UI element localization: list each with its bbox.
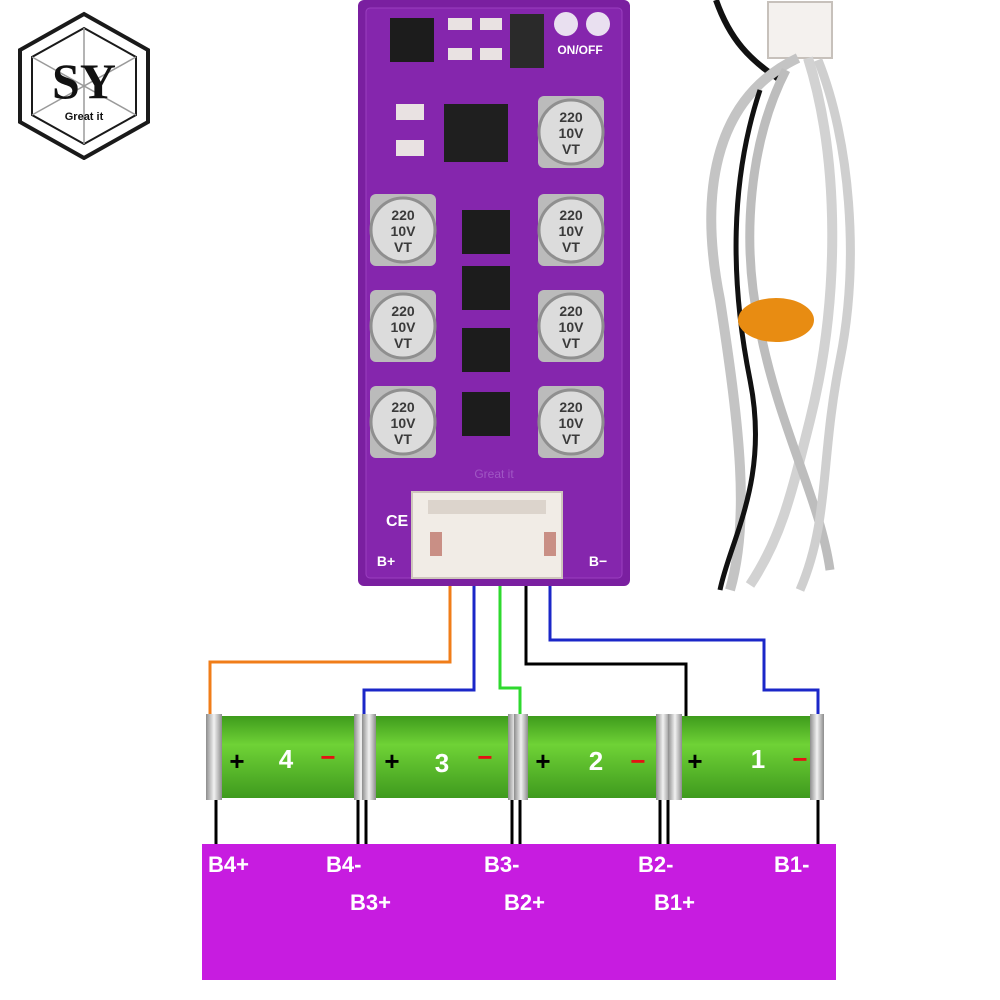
svg-text:−: − [630,746,645,776]
svg-text:220: 220 [559,207,583,223]
svg-text:VT: VT [394,431,412,447]
svg-text:+: + [384,746,399,776]
cell-1: + 1 − [668,714,824,800]
pad-b1-minus: B1- [774,852,810,877]
svg-text:VT: VT [394,335,412,351]
svg-text:+: + [687,746,702,776]
svg-text:VT: VT [562,431,580,447]
cell-3: + 3 − [362,714,522,800]
svg-text:+: + [535,746,550,776]
switch-module [510,14,544,68]
capacitor-right-1: 220 10V VT [537,194,605,266]
capacitor-right-2: 220 10V VT [537,290,605,362]
pad-b4-plus: B4+ [208,852,249,877]
svg-text:2: 2 [589,746,603,776]
pad-b3-minus: B3- [484,852,520,877]
capacitor-left-3: 220 10V VT [369,386,437,458]
svg-text:10V: 10V [559,319,585,335]
pad-b1-plus: B1+ [654,890,695,915]
svg-text:10V: 10V [559,415,585,431]
svg-text:220: 220 [559,303,583,319]
svg-text:−: − [477,742,492,772]
wire-blue-b3 [362,586,476,716]
capacitor-top-right: 220 10V VT [537,96,605,168]
regulator-chip [390,18,434,62]
svg-text:220: 220 [559,109,583,125]
rubber-band [738,298,814,342]
controller-chip [444,104,508,162]
terminal-b-plus: B+ [377,553,395,569]
svg-text:+: + [229,746,244,776]
cell-2: + 2 − [514,714,670,800]
svg-text:220: 220 [559,399,583,415]
svg-text:1: 1 [751,744,765,774]
switch-pad-left [554,12,578,36]
wire-blue-b1 [548,586,820,716]
logo-letters: SY [52,53,116,109]
pad-b2-minus: B2- [638,852,674,877]
svg-text:−: − [320,742,335,772]
svg-text:4: 4 [279,744,294,774]
svg-text:220: 220 [391,399,415,415]
svg-text:10V: 10V [391,415,417,431]
svg-text:220: 220 [391,207,415,223]
wire-green [498,586,522,716]
logo-tagline: Great it [65,111,104,123]
silk-brand: Great it [474,467,514,481]
svg-text:10V: 10V [391,319,417,335]
pad-b2-plus: B2+ [504,890,545,915]
balancer-ic-column [462,210,510,436]
brand-logo: SY Great it [18,11,150,160]
terminal-b-minus: B− [589,553,607,569]
ce-mark: CE [386,513,409,530]
svg-text:VT: VT [562,335,580,351]
svg-text:10V: 10V [559,125,585,141]
cable-plug [767,1,833,59]
cell-4: + 4 − [206,714,368,800]
svg-text:3: 3 [435,748,449,778]
svg-text:220: 220 [391,303,415,319]
wire-orange [208,586,452,716]
capacitor-left-1: 220 10V VT [369,194,437,266]
balance-cable [706,0,855,592]
pad-b3-plus: B3+ [350,890,391,915]
balancer-board: ON/OFF 220 10V VT 220 10V VT 220 10V VT … [358,0,630,586]
pad-b4-minus: B4- [326,852,362,877]
svg-text:−: − [792,744,807,774]
svg-text:10V: 10V [559,223,585,239]
svg-text:VT: VT [562,239,580,255]
solder-pad-strip: B4+ B4- B3+ B3- B2+ B2- B1+ B1- [202,844,836,980]
switch-pad-right [586,12,610,36]
svg-text:VT: VT [562,141,580,157]
wire-black [524,586,688,716]
capacitor-right-3: 220 10V VT [537,386,605,458]
capacitor-left-2: 220 10V VT [369,290,437,362]
switch-label: ON/OFF [557,43,602,57]
svg-text:VT: VT [394,239,412,255]
svg-text:10V: 10V [391,223,417,239]
